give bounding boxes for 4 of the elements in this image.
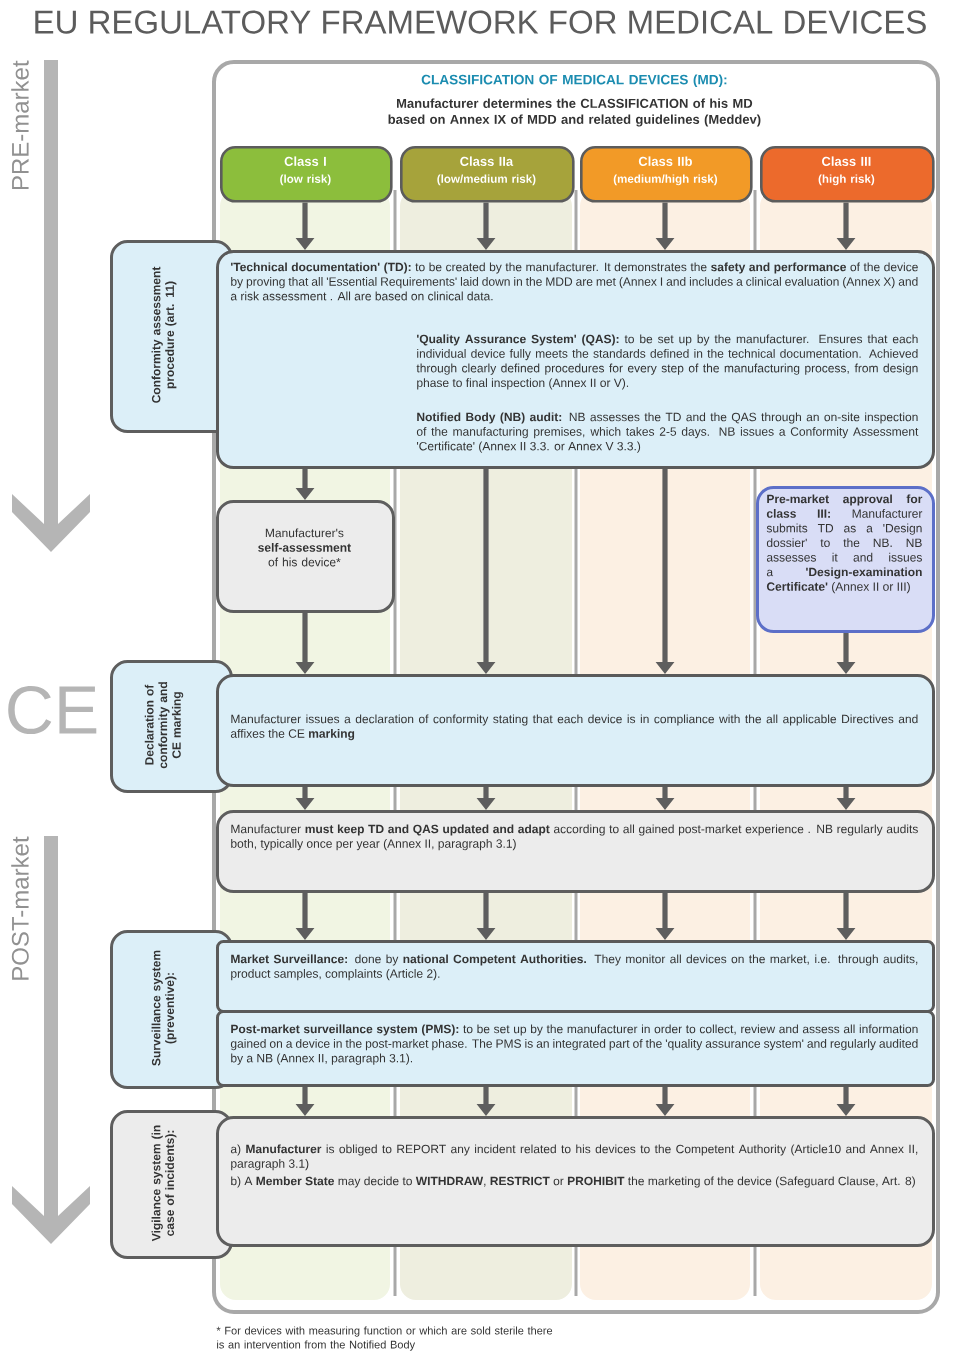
ce-mark: CE — [8, 685, 97, 735]
market-label: POST-market — [11, 836, 29, 980]
market-label: PRE-market — [11, 60, 29, 190]
title: EU REGULATORY FRAMEWORK FOR MEDICAL DEVICES — [35, 10, 926, 34]
